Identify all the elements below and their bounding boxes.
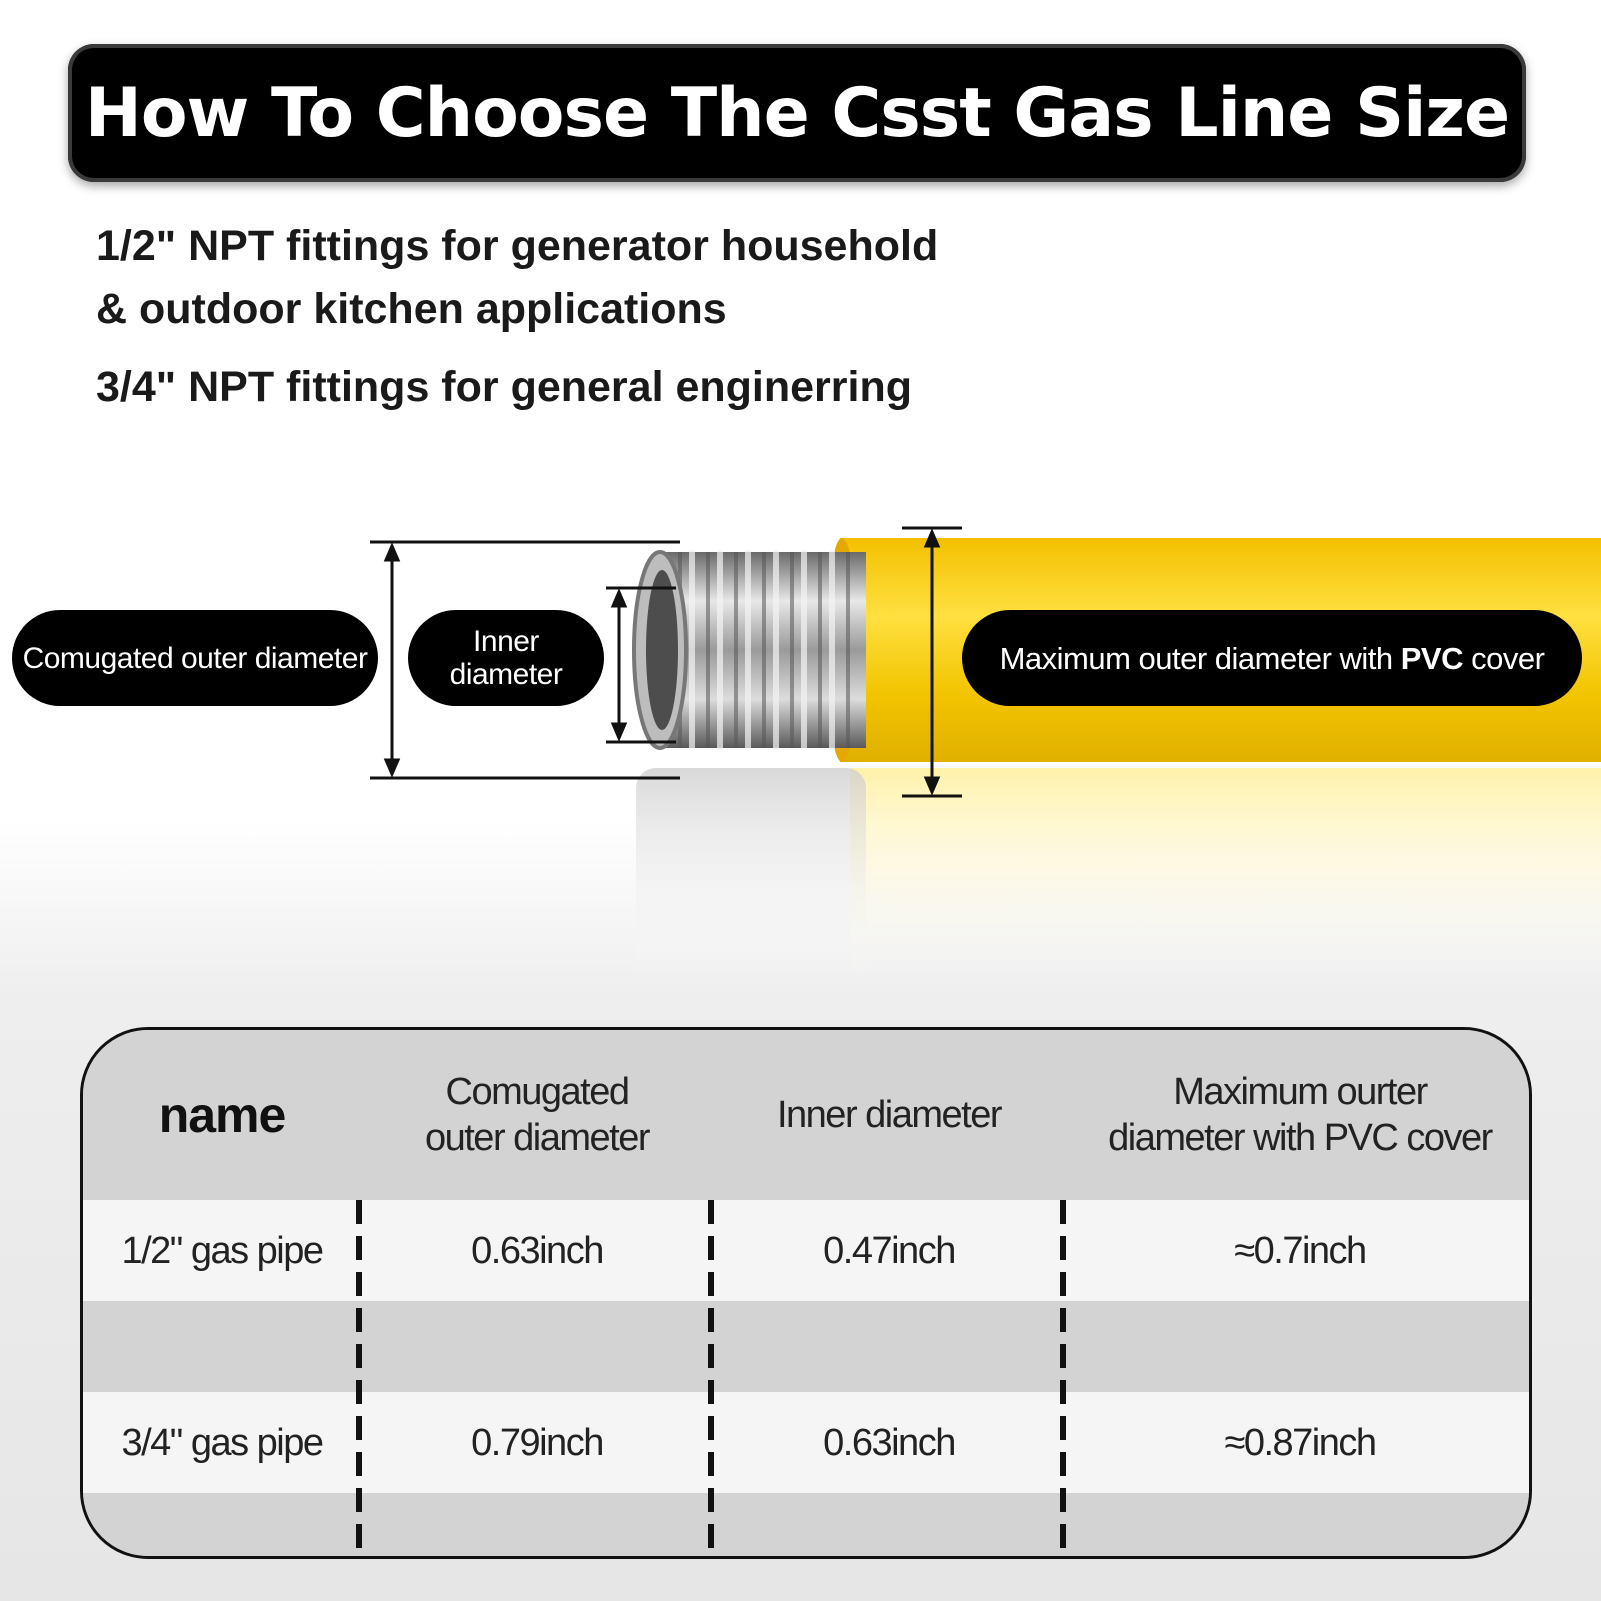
corrugated-dimension (370, 540, 680, 780)
table-spacer-row (83, 1301, 1529, 1392)
max-label-bold: PVC (1400, 640, 1464, 676)
header-max-l1: Maximum ourter (1173, 1071, 1428, 1113)
row-inner: 0.63inch (823, 1421, 956, 1464)
max-label-prefix: Maximum outer diameter with (999, 640, 1401, 676)
corrugated-diameter-label: Comugated outer diameter (12, 610, 378, 706)
inner-label-line1: Inner (473, 625, 539, 658)
inner-dimension (606, 586, 676, 744)
row-inner: 0.47inch (823, 1229, 956, 1272)
page-title: How To Choose The Csst Gas Line Size (84, 73, 1510, 153)
pipe-illustration (370, 526, 1601, 983)
intro-line-half-inch: 1/2" NPT fittings for generator househol… (96, 222, 939, 270)
corrugated-metal (632, 550, 866, 750)
inner-label-line2: diameter (449, 658, 563, 691)
row-corrugated: 0.63inch (471, 1229, 604, 1272)
corrugated-label-text: Comugated outer diameter (22, 641, 368, 675)
header-corrugated-l2: outer diameter (424, 1117, 651, 1159)
table-spacer-row (83, 1493, 1529, 1556)
row-max: ≈0.87inch (1224, 1421, 1377, 1464)
max-label-suffix: cover (1463, 640, 1545, 676)
row-corrugated: 0.79inch (471, 1421, 604, 1464)
column-divider (356, 1200, 362, 1556)
row-name: 3/4" gas pipe (121, 1421, 324, 1464)
header-name: name (158, 1087, 287, 1143)
intro-line-three-quarter: 3/4" NPT fittings for general enginerrin… (96, 363, 912, 411)
header-max-l2: diameter with PVC cover (1108, 1117, 1493, 1159)
inner-label-text: Inner diameter (450, 625, 563, 691)
table-row: 3/4" gas pipe 0.79inch 0.63inch ≈0.87inc… (83, 1392, 1529, 1493)
max-label-text: Maximum outer diameter with PVC cover (1000, 642, 1545, 675)
metal-reflection (636, 768, 866, 983)
column-divider (1060, 1200, 1066, 1556)
pvc-pipe-reflection (850, 768, 1601, 983)
row-name: 1/2" gas pipe (121, 1229, 324, 1272)
table-row: 1/2" gas pipe 0.63inch 0.47inch ≈0.7inch (83, 1200, 1529, 1301)
title-banner: How To Choose The Csst Gas Line Size (68, 44, 1526, 182)
inner-diameter-label: Inner diameter (408, 610, 604, 706)
column-divider (708, 1200, 714, 1556)
header-inner: Inner diameter (776, 1094, 1003, 1136)
max-diameter-label: Maximum outer diameter with PVC cover (962, 610, 1582, 706)
row-max: ≈0.7inch (1234, 1229, 1367, 1272)
header-corrugated-l1: Comugated (445, 1071, 630, 1113)
pvc-dimension (902, 526, 962, 798)
intro-line-outdoor: & outdoor kitchen applications (96, 285, 727, 333)
